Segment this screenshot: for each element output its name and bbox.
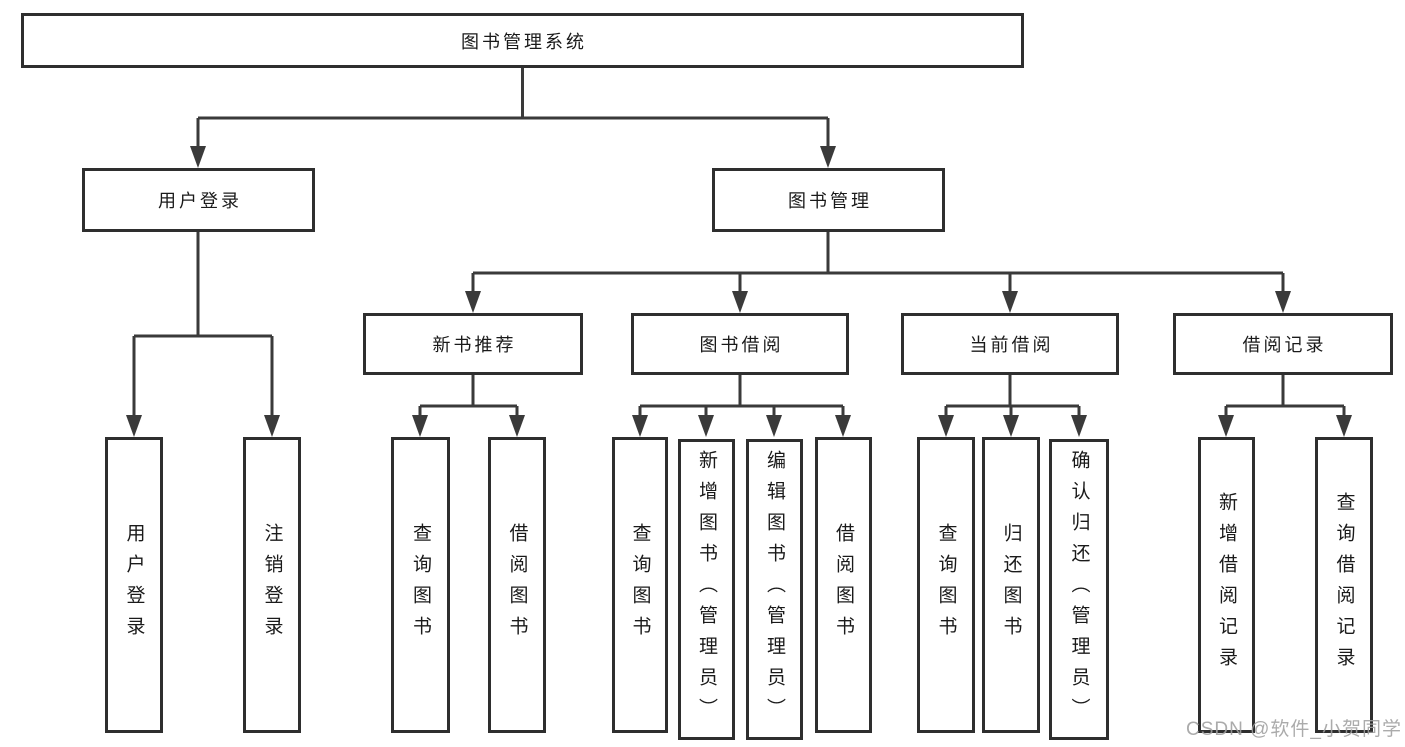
leaf-query-books-recommend: 查询图书: [391, 437, 450, 733]
leaf-query-borrow-record: 查询借阅记录: [1315, 437, 1373, 733]
connector-new-book-recommend: [412, 375, 525, 437]
leaf-return-books: 归还图书: [982, 437, 1040, 733]
leaf-edit-books-admin-label: 编辑图书（管理员）: [764, 450, 785, 729]
connector-user-login: [126, 232, 280, 437]
node-book-borrow-label: 图书借阅: [699, 335, 784, 355]
node-book-management: 图书管理: [712, 168, 945, 232]
connector-book-borrow: [632, 375, 851, 437]
leaf-confirm-return-admin: 确认归还（管理员）: [1049, 439, 1109, 740]
connector-current-borrow: [938, 375, 1087, 437]
node-borrow-records: 借阅记录: [1173, 313, 1393, 375]
leaf-borrow-books-recommend: 借阅图书: [488, 437, 546, 733]
leaf-query-books-borrow: 查询图书: [612, 437, 668, 733]
node-user-login: 用户登录: [82, 168, 315, 232]
leaf-add-borrow-record: 新增借阅记录: [1198, 437, 1255, 733]
watermark: CSDN @软件_小贺同学: [1186, 719, 1402, 740]
leaf-query-borrow-record-label: 查询借阅记录: [1333, 492, 1355, 678]
node-root-label: 图书管理系统: [461, 31, 587, 52]
connector-borrow-records: [1218, 375, 1352, 437]
connector-root: [190, 68, 836, 168]
node-current-borrow-label: 当前借阅: [969, 335, 1054, 355]
leaf-borrow-books-label: 借阅图书: [833, 523, 854, 647]
leaf-add-books-admin-label: 新增图书（管理员）: [696, 450, 717, 729]
leaf-return-books-label: 归还图书: [1000, 523, 1022, 647]
node-user-login-label: 用户登录: [158, 191, 242, 211]
leaf-logout-label: 注销登录: [261, 523, 283, 647]
leaf-query-books-current-label: 查询图书: [935, 523, 957, 647]
leaf-user-login: 用户登录: [105, 437, 163, 733]
node-root: 图书管理系统: [21, 13, 1024, 68]
leaf-add-books-admin: 新增图书（管理员）: [678, 439, 735, 740]
leaf-borrow-books-recommend-label: 借阅图书: [506, 523, 528, 647]
leaf-query-books-borrow-label: 查询图书: [629, 523, 651, 647]
node-new-book-recommend-label: 新书推荐: [432, 335, 517, 355]
connector-book-management: [465, 232, 1291, 313]
leaf-query-books-recommend-label: 查询图书: [410, 523, 431, 647]
node-borrow-records-label: 借阅记录: [1242, 335, 1327, 355]
leaf-query-books-current: 查询图书: [917, 437, 975, 733]
node-book-management-label: 图书管理: [788, 191, 872, 211]
leaf-edit-books-admin: 编辑图书（管理员）: [746, 439, 803, 740]
leaf-logout: 注销登录: [243, 437, 301, 733]
leaf-user-login-label: 用户登录: [123, 523, 145, 647]
leaf-confirm-return-admin-label: 确认归还（管理员）: [1068, 450, 1090, 729]
node-new-book-recommend: 新书推荐: [363, 313, 583, 375]
node-current-borrow: 当前借阅: [901, 313, 1119, 375]
leaf-add-borrow-record-label: 新增借阅记录: [1216, 492, 1237, 678]
leaf-borrow-books: 借阅图书: [815, 437, 872, 733]
node-book-borrow: 图书借阅: [631, 313, 849, 375]
